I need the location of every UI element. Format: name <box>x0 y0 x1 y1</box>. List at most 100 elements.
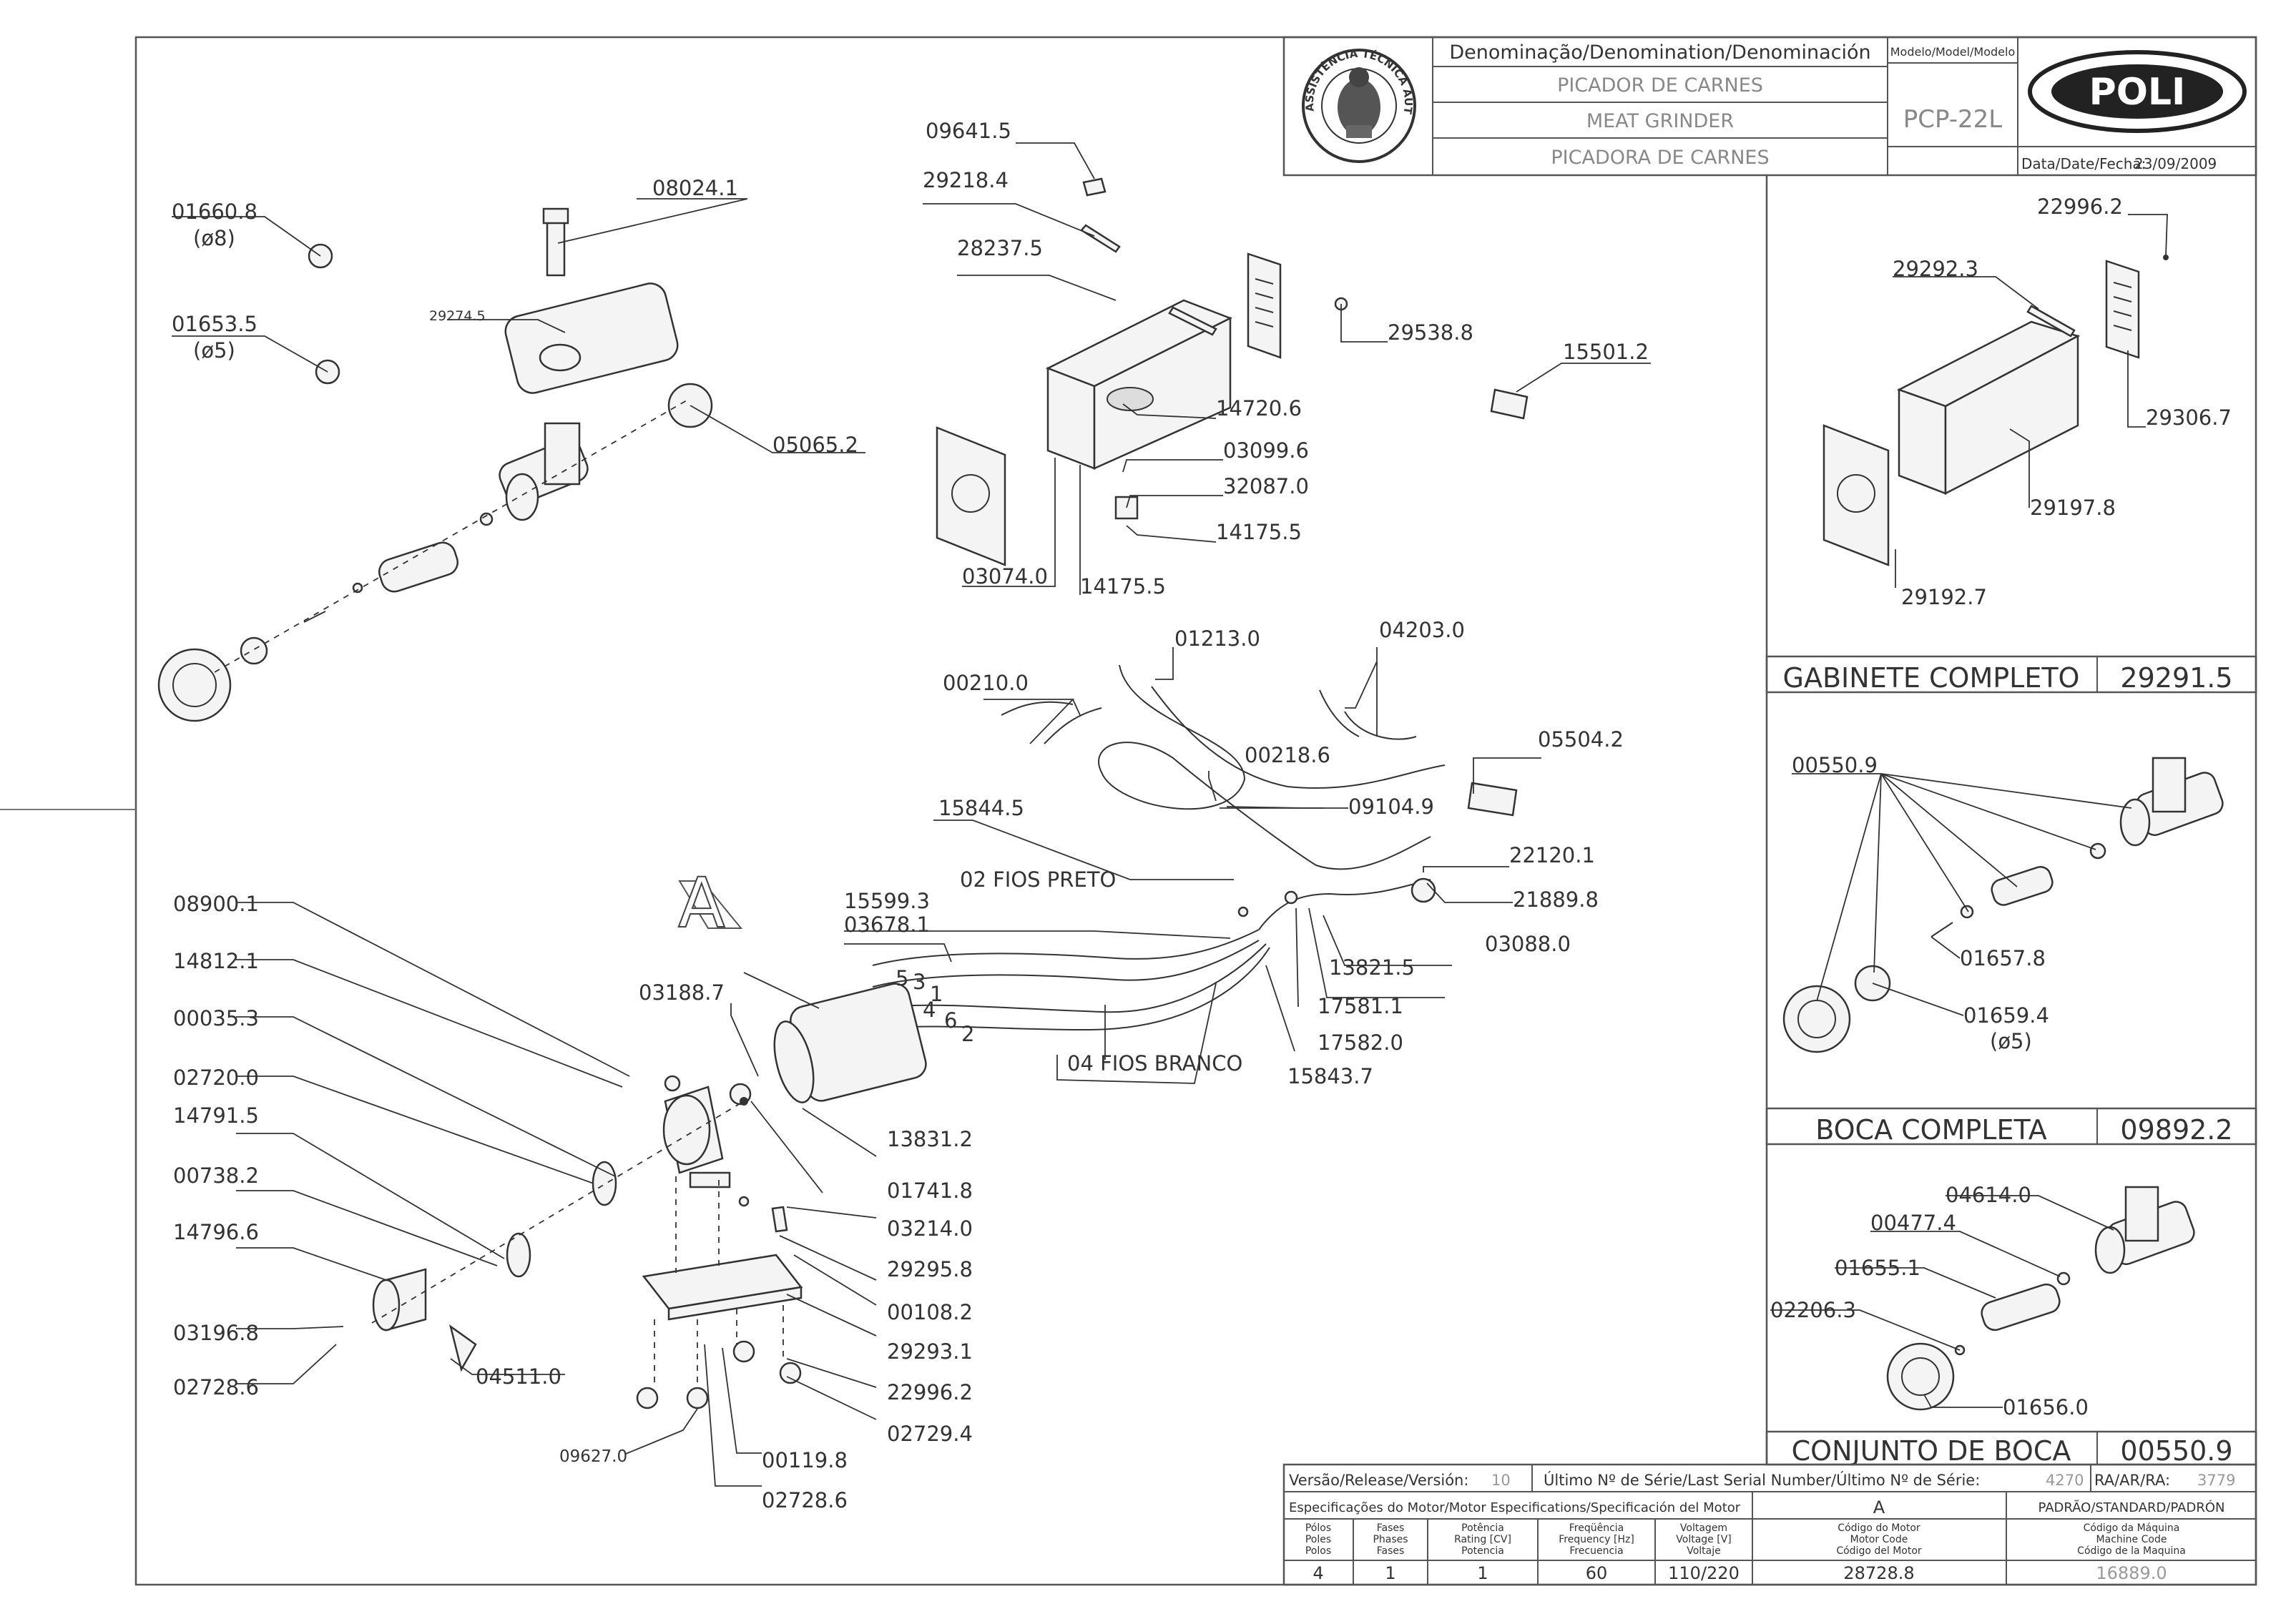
part-label: 14791.5 <box>173 1103 259 1128</box>
wire-number: 3 <box>913 970 926 994</box>
part-label: 03196.8 <box>173 1321 259 1345</box>
part-label: 15844.5 <box>938 796 1024 820</box>
part-label: 02729.4 <box>887 1422 973 1446</box>
part-label: 03214.0 <box>887 1216 973 1241</box>
wire-number: 1 <box>930 982 943 1006</box>
svg-text:Motor Code: Motor Code <box>1850 1534 1908 1545</box>
col-a-label: A <box>1873 1497 1885 1517</box>
part-label: 01741.8 <box>887 1178 973 1203</box>
main-part-shapes <box>157 177 1529 1409</box>
part-label: 00738.2 <box>173 1163 259 1188</box>
part-label: 01659.4 <box>1963 1003 2049 1028</box>
part-number-labels: 09641.5 29218.4 28237.5 29538.8 15501.2 … <box>172 119 2232 1512</box>
part-label: 01213.0 <box>1174 626 1260 651</box>
part-label: 13831.2 <box>887 1127 973 1151</box>
motor-spec-label: Especificações do Motor/Motor Especifica… <box>1289 1500 1741 1515</box>
release-label: Versão/Release/Versión: <box>1289 1472 1468 1489</box>
part-label: 28237.5 <box>957 236 1043 260</box>
model-label: Modelo/Model/Modelo <box>1890 45 2015 59</box>
conjunto-code: 00550.9 <box>2120 1435 2232 1467</box>
part-label: 15843.7 <box>1287 1064 1373 1088</box>
part-label: 13821.5 <box>1329 955 1415 980</box>
part-label: 15599.3 <box>844 889 930 913</box>
footer-table: Versão/Release/Versión: 10 Último Nº de … <box>1282 1463 2257 1586</box>
title-block: ASSISTÊNCIA TÉCNICA AUTORIZADA Denominaç… <box>0 0 2257 177</box>
part-label: 22120.1 <box>1509 843 1595 867</box>
part-label: 29538.8 <box>1388 320 1473 345</box>
svg-text:ASSISTÊNCIA TÉCNICA AUTORIZADA: ASSISTÊNCIA TÉCNICA AUTORIZADA <box>0 0 1415 116</box>
part-label: 00218.6 <box>1245 743 1330 767</box>
svg-text:Pólos: Pólos <box>1305 1522 1331 1534</box>
part-label: 14175.5 <box>1216 520 1302 544</box>
part-label: (ø8) <box>193 226 235 250</box>
date-label: Data/Date/Fecha: <box>2021 155 2146 172</box>
wire-number: 4 <box>923 998 936 1022</box>
svg-text:Phases: Phases <box>1373 1534 1408 1545</box>
value-frequency: 60 <box>1586 1563 1608 1583</box>
part-label: 01656.0 <box>2003 1395 2089 1419</box>
ra-value: 3779 <box>2197 1472 2235 1489</box>
part-label: 02 FIOS PRETO <box>960 867 1116 892</box>
part-label: 08024.1 <box>652 176 738 200</box>
name-en: MEAT GRINDER <box>1586 110 1734 132</box>
part-label: 22996.2 <box>887 1380 973 1404</box>
part-label: 00550.9 <box>1792 753 1878 777</box>
part-label: 29306.7 <box>2146 405 2232 430</box>
release-value: 10 <box>1491 1472 1511 1489</box>
svg-text:Código da Máquina: Código da Máquina <box>2084 1522 2180 1534</box>
part-label: 14796.6 <box>173 1220 259 1244</box>
brand-text: POLI <box>2089 71 2186 114</box>
part-label: 09104.9 <box>1348 794 1434 819</box>
motor-spec-values: 4 1 1 60 110/220 28728.8 16889.0 <box>1313 1563 2167 1583</box>
svg-text:Fases: Fases <box>1377 1522 1405 1534</box>
part-label: 14175.5 <box>1080 574 1166 599</box>
part-label: 21889.8 <box>1513 887 1599 912</box>
part-label: 29197.8 <box>2030 496 2116 520</box>
svg-text:Potencia: Potencia <box>1461 1545 1504 1557</box>
part-label: 09627.0 <box>559 1447 627 1466</box>
part-label: 14720.6 <box>1216 396 1302 420</box>
gabinete-code: 29291.5 <box>2120 662 2232 694</box>
part-label: (ø5) <box>193 338 235 363</box>
boca-title: BOCA COMPLETA <box>1815 1114 2047 1146</box>
wire-number: 2 <box>961 1022 974 1046</box>
part-label: 03188.7 <box>639 980 725 1005</box>
svg-text:Freqüência: Freqüência <box>1569 1522 1624 1534</box>
part-label: 04 FIOS BRANCO <box>1067 1051 1242 1076</box>
serial-value: 4270 <box>2046 1472 2084 1489</box>
name-pt: PICADOR DE CARNES <box>1557 74 1763 97</box>
part-label: 29292.3 <box>1893 257 1978 281</box>
right-panels: GABINETE COMPLETO 29291.5 BOCA COMPLETA … <box>1765 175 2257 1467</box>
part-label: 02720.0 <box>173 1066 259 1090</box>
ra-label: RA/AR/RA: <box>2094 1472 2170 1489</box>
part-label: 00108.2 <box>887 1300 973 1324</box>
part-label: 03678.1 <box>844 912 930 937</box>
boca-code: 09892.2 <box>2120 1114 2232 1146</box>
part-label: 15501.2 <box>1563 340 1649 364</box>
value-phases: 1 <box>1385 1563 1395 1583</box>
part-label: 01655.1 <box>1835 1256 1920 1280</box>
part-label: 03088.0 <box>1485 932 1571 956</box>
part-label: 00119.8 <box>762 1448 848 1472</box>
part-label: 29293.1 <box>887 1339 973 1364</box>
conjunto-drawing <box>1886 1186 2195 1411</box>
part-label: 22996.2 <box>2037 195 2123 219</box>
wire-number: 6 <box>944 1008 957 1033</box>
part-label: 03099.6 <box>1223 438 1309 463</box>
svg-text:Voltagem: Voltagem <box>1680 1522 1727 1534</box>
svg-text:Potência: Potência <box>1461 1522 1504 1534</box>
svg-text:Código do Motor: Código do Motor <box>1838 1522 1920 1534</box>
svg-text:Rating [CV]: Rating [CV] <box>1454 1534 1511 1545</box>
part-label: 02728.6 <box>173 1375 259 1399</box>
value-voltage: 110/220 <box>1668 1563 1740 1583</box>
part-label: 29192.7 <box>1901 585 1987 609</box>
part-label: 04614.0 <box>1946 1183 2031 1207</box>
part-label: 09641.5 <box>926 119 1011 143</box>
authorized-service-seal: ASSISTÊNCIA TÉCNICA AUTORIZADA <box>0 0 1416 163</box>
part-label: 29274.5 <box>429 308 486 324</box>
part-label: 00477.4 <box>1870 1211 1956 1235</box>
denomination-label: Denominação/Denomination/Denominación <box>1449 41 1870 64</box>
part-label: 00210.0 <box>943 671 1029 695</box>
part-label: 05504.2 <box>1538 727 1624 752</box>
